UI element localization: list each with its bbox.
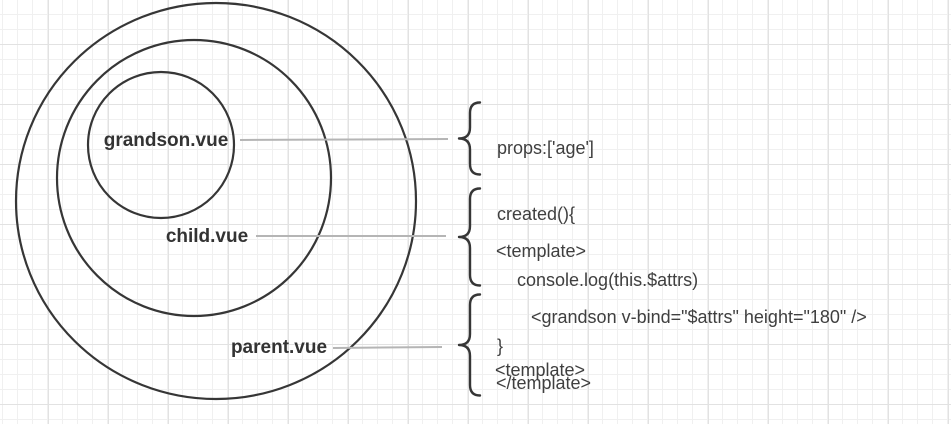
child-code-block: <template> <grandson v-bind="$attrs" hei… xyxy=(496,196,867,424)
code-line: } xyxy=(497,336,504,356)
grandson-connector-line xyxy=(239,138,449,141)
parent-circle xyxy=(14,1,418,401)
code-line: </template> xyxy=(496,373,592,393)
grandson-circle-label: grandson.vue xyxy=(103,130,229,151)
parent-code-block: <template> <child name="Joe" age="20" ge… xyxy=(495,315,898,424)
grandson-circle xyxy=(86,70,236,220)
child-brace xyxy=(457,187,482,287)
code-line: created(){ xyxy=(497,204,576,224)
child-circle xyxy=(55,38,333,318)
parent-connector-line xyxy=(332,346,443,349)
grandson-code-block: props:['age'] created(){ console.log(thi… xyxy=(497,93,698,401)
parent-brace xyxy=(457,293,482,397)
grandson-brace xyxy=(457,101,482,176)
code-line: console.log(this.$attrs) xyxy=(497,270,699,290)
code-line: props:['age'] xyxy=(497,138,594,158)
code-line: <template> xyxy=(496,241,587,261)
parent-circle-label: parent.vue xyxy=(230,337,328,358)
code-line: <template> xyxy=(495,360,586,380)
child-circle-label: child.vue xyxy=(165,226,249,247)
code-line: <grandson v-bind="$attrs" height="180" /… xyxy=(496,307,867,327)
